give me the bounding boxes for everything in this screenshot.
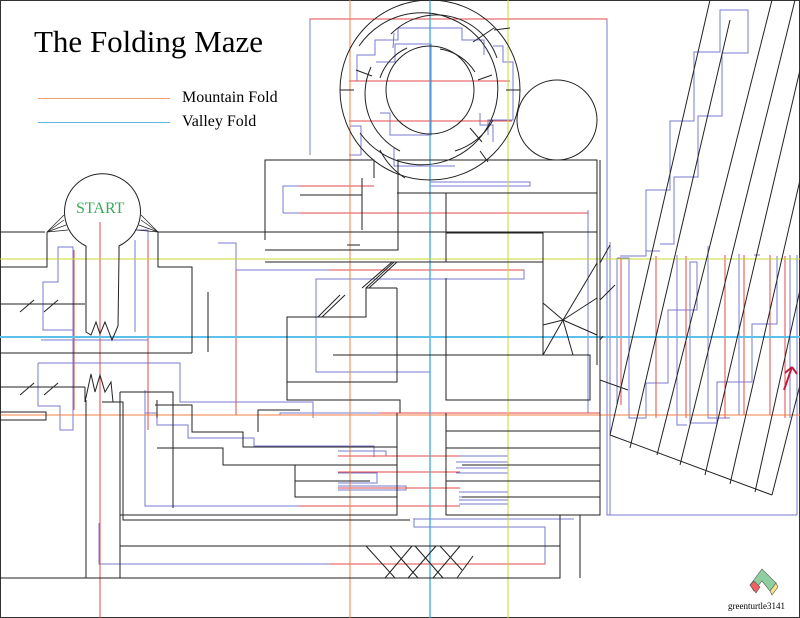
- legend-mountain-fold: Mountain Fold: [38, 88, 278, 108]
- start-fan: [46, 214, 159, 233]
- star-shape: [542, 262, 598, 356]
- maze-walls: [0, 0, 800, 579]
- mountain-fold-swatch: [38, 97, 170, 99]
- legend-label: Mountain Fold: [182, 89, 278, 106]
- logo-icon: [749, 568, 779, 596]
- finish-arrow-icon: [783, 366, 798, 391]
- page-title: The Folding Maze: [34, 24, 264, 59]
- diagonal-strip: [599, 0, 800, 496]
- legend-valley-fold: Valley Fold: [38, 112, 256, 132]
- x-pattern: [365, 545, 474, 579]
- author-credit: greenturtle3141: [728, 601, 785, 611]
- legend-label: Valley Fold: [182, 113, 257, 130]
- valley-fold-swatch: [38, 121, 170, 123]
- start-label: START: [76, 200, 125, 217]
